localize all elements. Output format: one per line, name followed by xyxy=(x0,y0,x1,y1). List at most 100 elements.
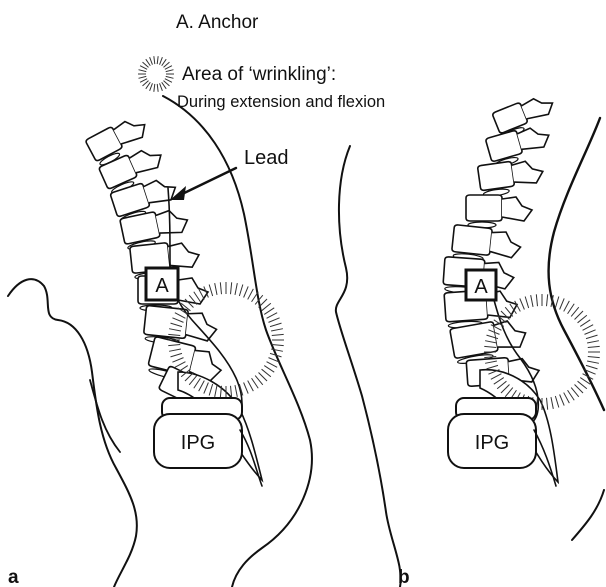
vertebra xyxy=(477,157,545,198)
vertebral-body xyxy=(477,161,514,190)
wrinkle-tick xyxy=(139,76,147,78)
wrinkle-tick xyxy=(560,298,565,309)
wrinkle-tick xyxy=(578,381,587,389)
wrinkle-tick xyxy=(571,307,579,316)
wrinkle-tick xyxy=(571,388,579,397)
wrinkle-tick xyxy=(547,294,548,306)
wrinkle-tick xyxy=(586,335,597,338)
panel-a-back-outline xyxy=(163,96,312,587)
wrinkle-tick xyxy=(239,284,242,295)
wrinkle-tick xyxy=(588,346,600,347)
wrinkle-tick xyxy=(580,320,590,327)
wrinkle-tick xyxy=(235,283,237,295)
wrinkle-tick xyxy=(271,349,283,351)
spinous-process xyxy=(489,231,521,259)
wrinkle-tick xyxy=(568,390,575,400)
wrinkle-tick xyxy=(268,318,279,323)
wrinkle-tick xyxy=(231,282,232,294)
wrinkle-tick xyxy=(150,57,153,64)
legend-wrinkle-label: Area of ‘wrinkling’: xyxy=(182,64,336,85)
legend-anchor-label: A. Anchor xyxy=(176,12,259,33)
panel-a-wrinkle-area xyxy=(168,282,284,398)
wrinkle-tick xyxy=(157,56,158,64)
wrinkle-tick xyxy=(235,385,237,397)
wrinkle-tick xyxy=(160,83,163,90)
wrinkle-tick xyxy=(555,296,558,307)
wrinkle-tick xyxy=(531,295,533,307)
wrinkle-tick xyxy=(564,301,570,312)
vertebral-body xyxy=(450,321,499,358)
wrinkle-tick xyxy=(262,369,271,377)
wrinkle-tick xyxy=(587,341,599,343)
wrinkle-tick xyxy=(162,82,167,89)
vertebral-body xyxy=(452,225,493,256)
wrinkle-tick xyxy=(578,315,587,323)
wrinkle-tick xyxy=(150,83,153,90)
wrinkle-tick xyxy=(160,57,163,64)
panel-a-anchor-label: A xyxy=(155,275,169,297)
panel-b-anchor-label: A xyxy=(474,276,488,298)
wrinkle-tick xyxy=(163,62,169,67)
wrinkle-tick xyxy=(262,303,271,311)
wrinkle-tick xyxy=(146,82,151,89)
wrinkle-tick xyxy=(547,398,548,410)
wrinkle-tick xyxy=(165,66,172,70)
spinous-process xyxy=(185,312,218,342)
legend: A. Anchor Area of ‘wrinkling’: During ex… xyxy=(138,12,385,111)
panel-b: A IPG b xyxy=(336,91,604,587)
lead-pointer-line xyxy=(178,168,236,196)
wrinkle-tick xyxy=(536,294,537,306)
wrinkle-tick xyxy=(270,323,281,326)
wrinkle-tick xyxy=(584,330,595,335)
wrinkle-tick xyxy=(252,378,259,388)
wrinkle-tick xyxy=(586,365,597,368)
wrinkle-tick xyxy=(154,56,155,64)
wrinkle-legend-icon xyxy=(138,56,174,92)
spinous-process xyxy=(511,159,544,186)
wrinkle-tick xyxy=(157,84,158,92)
wrinkle-tick xyxy=(560,394,565,405)
wrinkle-tick xyxy=(244,382,249,393)
panel-a: Lead A IPG a xyxy=(8,96,312,587)
wrinkle-tick xyxy=(166,70,174,72)
wrinkle-tick xyxy=(568,304,575,314)
panel-a-front-outline xyxy=(8,279,137,587)
wrinkle-tick xyxy=(140,79,147,83)
panel-a-ipg-label: IPG xyxy=(181,432,215,454)
vertebral-body xyxy=(466,195,502,221)
wrinkle-tick xyxy=(267,313,278,319)
wrinkle-tick xyxy=(583,325,594,331)
wrinkle-tick xyxy=(575,385,583,393)
spinous-process xyxy=(155,207,189,237)
wrinkle-tick xyxy=(248,289,254,300)
wrinkle-tick xyxy=(220,282,221,294)
wrinkle-tick xyxy=(146,59,151,66)
wrinkle-tick xyxy=(264,308,274,315)
wrinkle-tick xyxy=(551,397,553,409)
wrinkle-tick xyxy=(272,345,284,346)
wrinkle-tick xyxy=(244,286,249,297)
wrinkle-tick xyxy=(165,79,172,83)
wrinkle-tick xyxy=(575,311,583,319)
wrinkle-tick xyxy=(271,329,283,331)
wrinkle-tick xyxy=(143,81,149,86)
wrinkle-tick xyxy=(525,296,528,307)
wrinkle-tick xyxy=(587,361,599,363)
lead-label: Lead xyxy=(244,147,289,169)
wrinkle-tick xyxy=(588,357,600,358)
vertebra xyxy=(466,195,532,228)
wrinkle-tick xyxy=(162,59,167,66)
wrinkle-tick xyxy=(209,284,212,295)
wrinkle-tick xyxy=(143,62,149,67)
wrinkle-tick xyxy=(272,334,284,335)
wrinkle-tick xyxy=(215,283,217,295)
panel-a-label: a xyxy=(8,567,19,587)
wrinkle-tick xyxy=(259,373,267,381)
wrinkle-tick xyxy=(255,376,263,385)
wrinkle-tick xyxy=(264,366,274,373)
wrinkle-tick xyxy=(154,84,155,92)
panel-b-wrinkle-area xyxy=(484,294,600,410)
wrinkle-tick xyxy=(140,66,147,70)
panel-b-label: b xyxy=(398,567,410,587)
